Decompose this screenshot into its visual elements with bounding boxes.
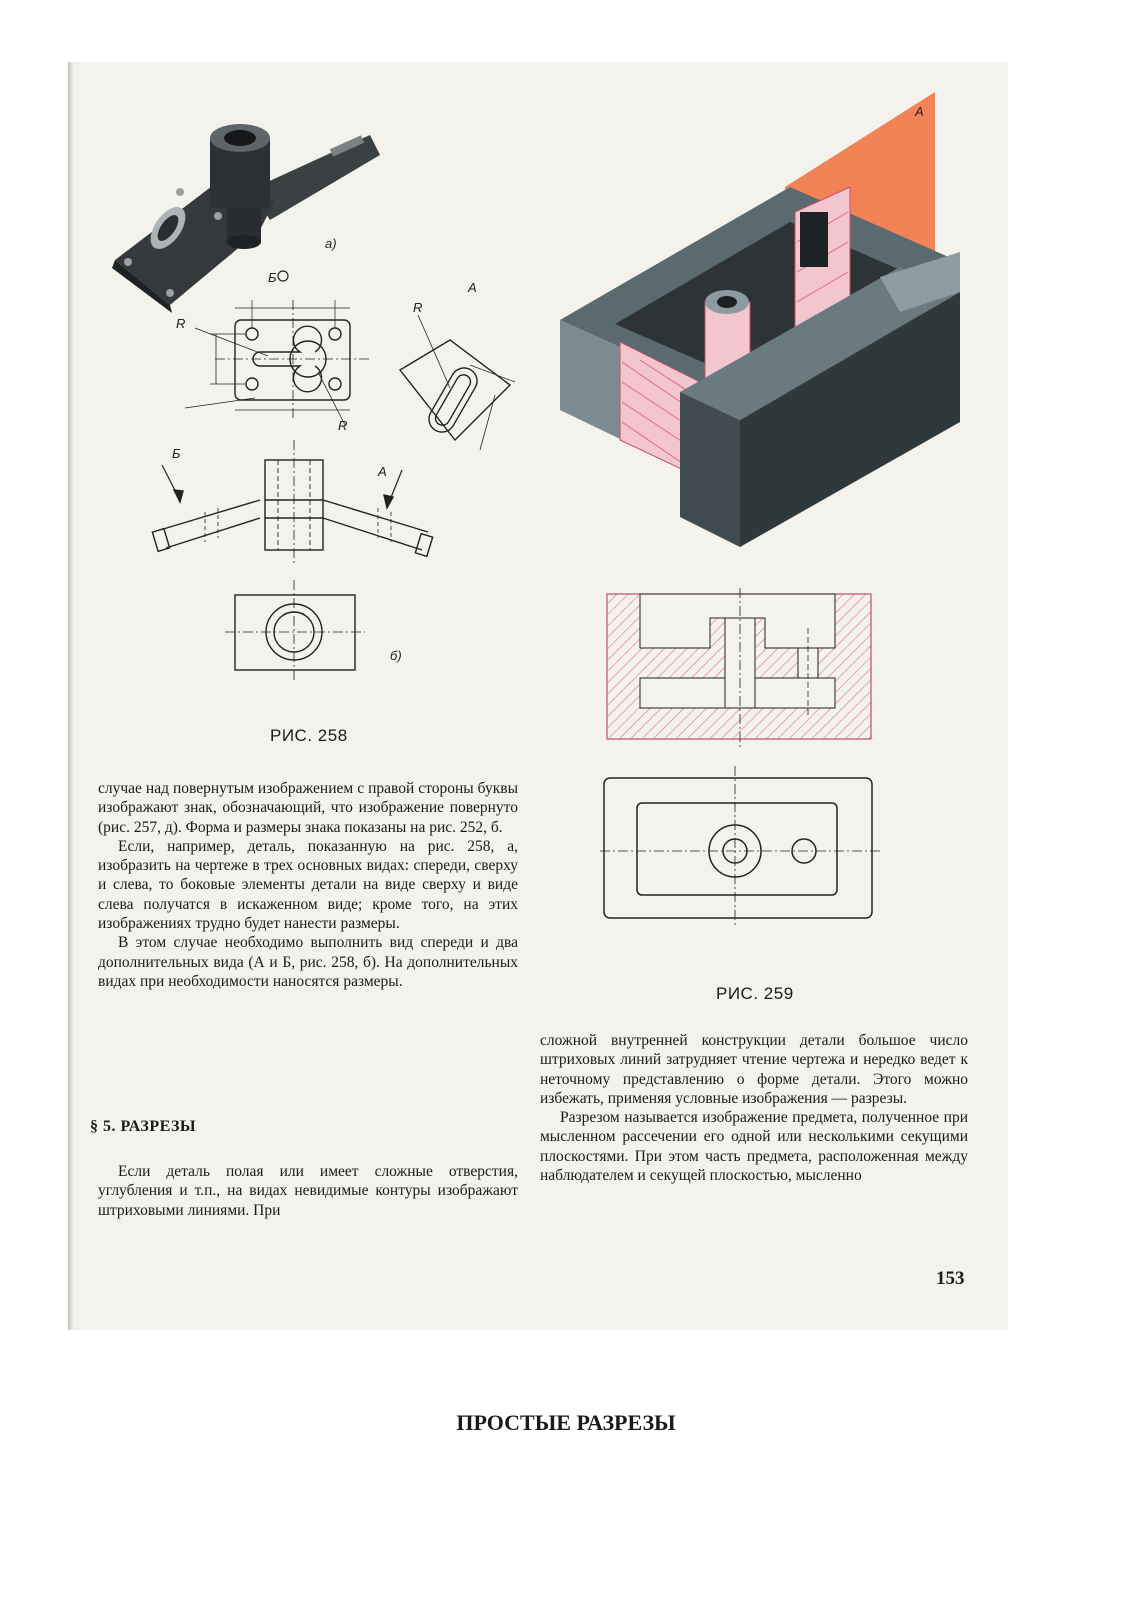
fig258-radius-label-2: R <box>338 418 347 433</box>
left-paragraph-1: случае над повернутым изображением с пра… <box>98 780 518 836</box>
right-column-text: сложной внутренней конструкции детали бо… <box>540 1031 968 1185</box>
left-paragraph-3: В этом случае необходимо выполнить вид с… <box>98 934 518 990</box>
left-column-text: случае над повернутым изображением с пра… <box>98 779 518 991</box>
section-paragraph: Если деталь полая или имеет сложные отве… <box>98 1163 518 1219</box>
fig258-radius-label-1: R <box>176 316 185 331</box>
bottom-title: ПРОСТЫЕ РАЗРЕЗЫ <box>456 1410 676 1435</box>
fig258-arrow-a-label: А <box>377 464 387 479</box>
fig259-plane-label: А <box>914 104 924 119</box>
page-number: 153 <box>936 1268 965 1289</box>
fig259-caption: РИС. 259 <box>716 984 794 1003</box>
fig258-a-photo: а) Б <box>112 124 380 313</box>
section-heading: § 5. РАЗРЕЗЫ <box>90 1118 197 1135</box>
left-paragraph-2: Если, например, деталь, показанную на ри… <box>98 837 518 933</box>
section-intro-text: Если деталь полая или имеет сложные отве… <box>98 1162 518 1220</box>
fig258-arrow-b-label: Б <box>172 446 181 461</box>
fig258-view-a-title: А <box>467 280 477 295</box>
right-paragraph-1: сложной внутренней конструкции детали бо… <box>540 1032 968 1107</box>
fig258-b-views: R R R А Б А б) <box>151 280 516 680</box>
fig258-caption: РИС. 258 <box>270 726 348 745</box>
fig258-label-a: а) <box>325 236 337 251</box>
fig258-rotated-mark: Б <box>268 270 277 285</box>
fig258-radius-label-3: R <box>413 300 422 315</box>
page-binding-shadow <box>68 62 74 1330</box>
right-paragraph-2: Разрезом называется изображение предмета… <box>540 1109 968 1185</box>
fig258-label-b: б) <box>390 648 402 663</box>
fig259-section-view <box>600 588 880 928</box>
fig259-isometric-section: А <box>560 92 960 547</box>
